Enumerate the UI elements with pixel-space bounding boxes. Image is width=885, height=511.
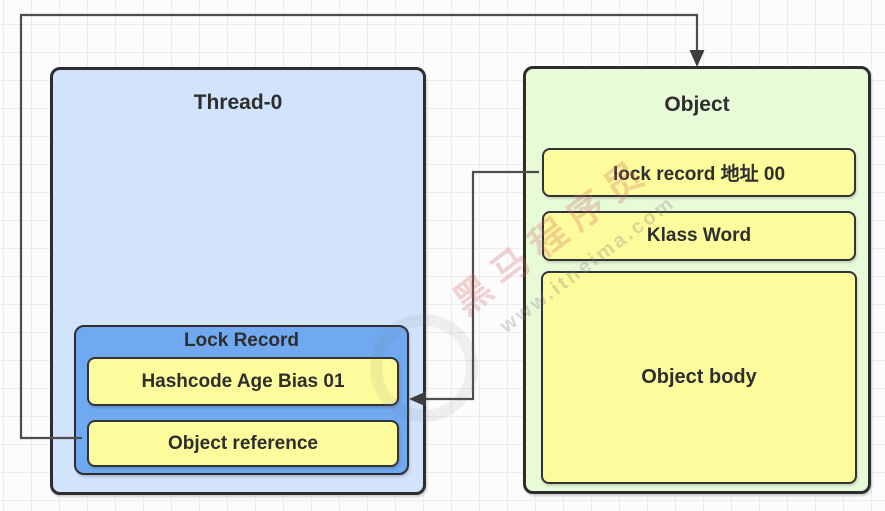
- object-row-object-body: Object body: [541, 271, 857, 484]
- object-row-lock-record-address: lock record 地址 00: [542, 148, 856, 197]
- thread-box: Thread-0 Lock Record Hashcode Age Bias 0…: [50, 67, 426, 495]
- object-box: Object lock record 地址 00 Klass Word Obje…: [523, 66, 871, 494]
- lock-record-row-mark-word-copy: Hashcode Age Bias 01: [87, 357, 399, 406]
- arrowhead-down-icon: [689, 50, 705, 67]
- lock-record-box: Lock Record Hashcode Age Bias 01 Object …: [74, 325, 409, 475]
- object-row-klass-word: Klass Word: [542, 211, 856, 261]
- object-box-title: Object: [664, 93, 730, 116]
- lock-record-title: Lock Record: [183, 330, 300, 351]
- lock-record-row-object-reference: Object reference: [87, 420, 399, 467]
- thread-box-title: Thread-0: [193, 91, 283, 114]
- connector-lock-record-address-to-lock-record: [409, 170, 539, 407]
